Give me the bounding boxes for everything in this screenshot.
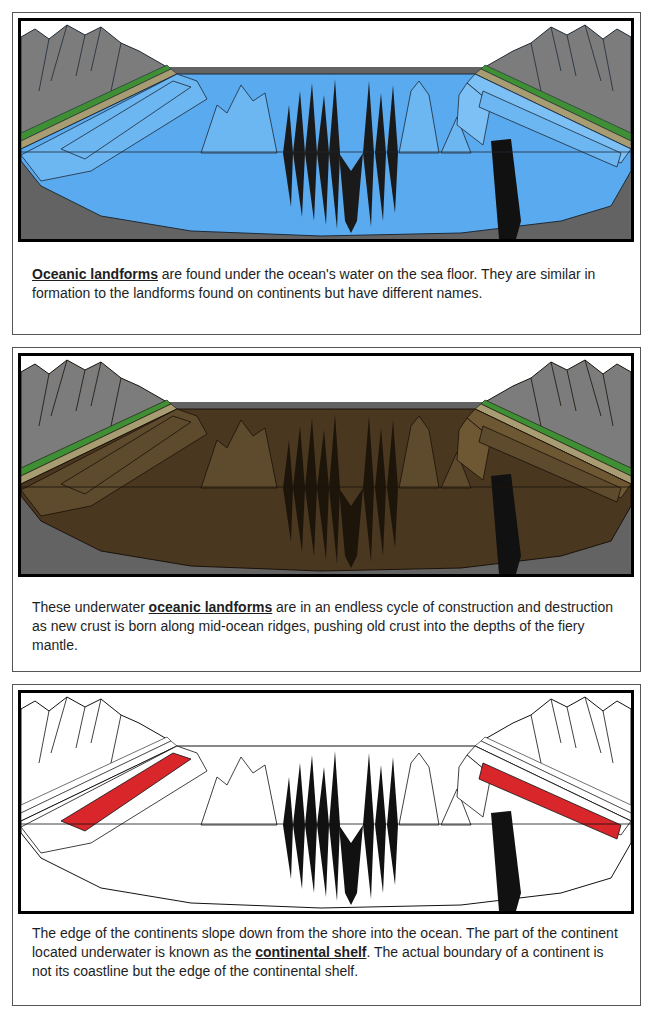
panel: The edge of the continents slope down fr… [12, 684, 641, 1006]
shelf-illustration [18, 690, 634, 914]
caption: The edge of the continents slope down fr… [32, 924, 624, 981]
caption-text: These underwater [32, 599, 145, 615]
key-term: Oceanic landforms [32, 266, 158, 282]
ocean-illustration [18, 18, 634, 242]
seafloor-illustration [18, 353, 634, 577]
caption: Oceanic landformsare found under the oce… [32, 265, 624, 303]
key-term: oceanic landforms [149, 599, 273, 615]
panel: Oceanic landformsare found under the oce… [12, 12, 641, 335]
caption: These underwateroceanic landformsare in … [32, 598, 624, 655]
key-term: continental shelf [255, 944, 366, 960]
panel: These underwateroceanic landformsare in … [12, 347, 641, 672]
